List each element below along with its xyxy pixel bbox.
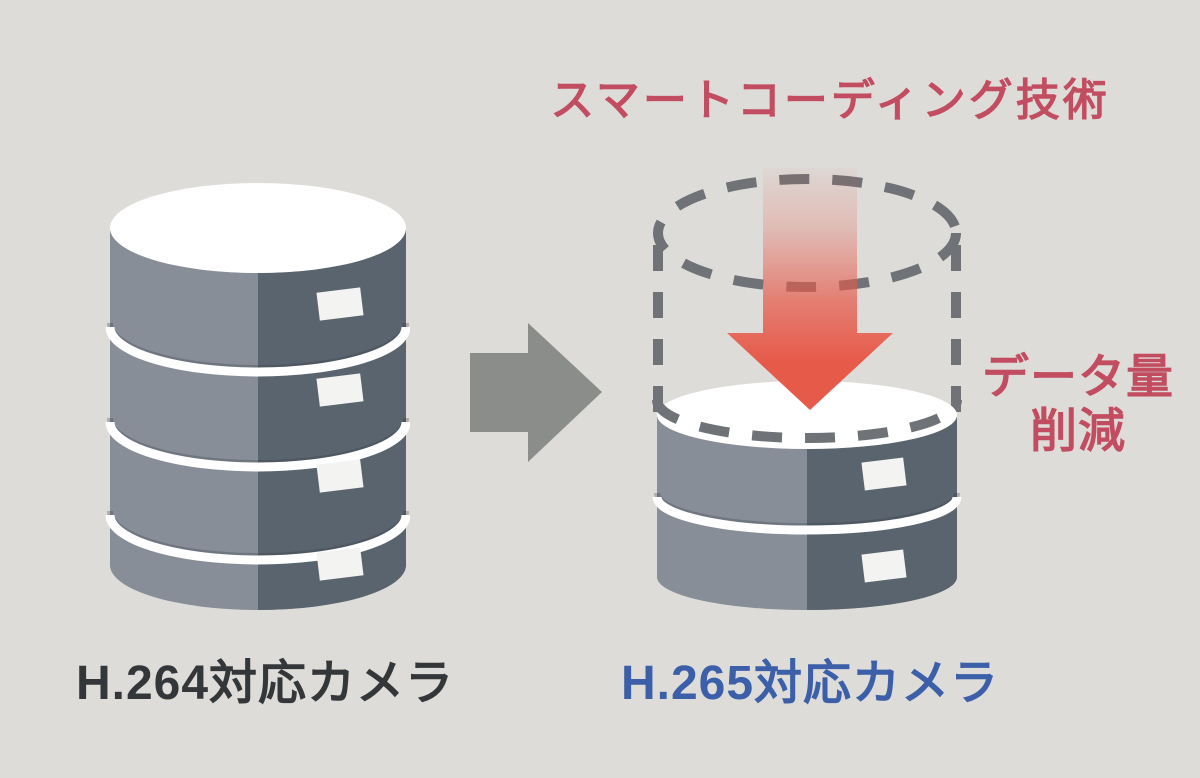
h264-database-stack-icon [105, 183, 410, 610]
h265-database-group [652, 168, 962, 610]
h265-database-stack-icon [652, 381, 962, 610]
data-reduction-label: データ量 削減 [966, 350, 1190, 457]
drive-slot-icons [316, 287, 364, 581]
compression-down-arrow-icon [727, 168, 893, 410]
smart-coding-title: スマートコーディング技術 [550, 76, 1110, 125]
h265-camera-label: H.265対応カメラ [620, 657, 1000, 710]
data-reduction-line1: データ量 [982, 350, 1174, 403]
transform-right-arrow-icon [470, 323, 602, 462]
drive-slot-icons [861, 457, 907, 583]
data-reduction-line2: 削減 [1030, 403, 1126, 457]
dashed-cylinder-bottom-arc [652, 399, 962, 443]
h264-camera-label: H.264対応カメラ [75, 657, 455, 710]
